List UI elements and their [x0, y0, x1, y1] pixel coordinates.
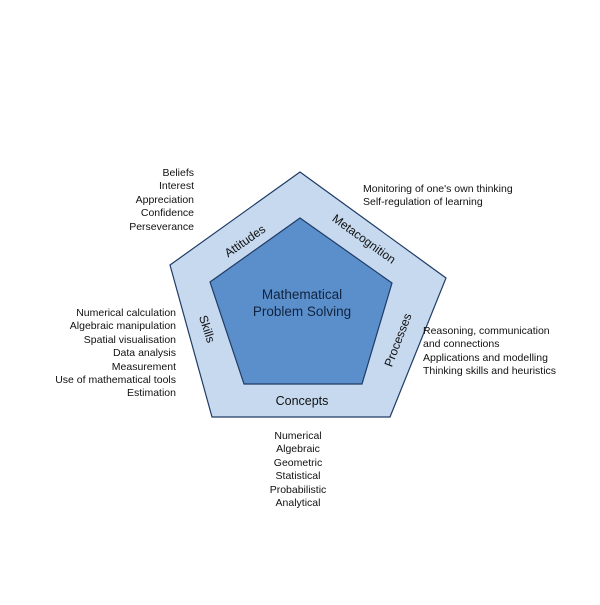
center-label-line2: Problem Solving — [253, 304, 351, 319]
processes-list-item: Reasoning, communication — [423, 325, 550, 337]
skills-list-item: Numerical calculation — [76, 307, 176, 319]
processes-list-item: Applications and modelling — [423, 351, 548, 364]
concepts-list-item: Algebraic — [276, 443, 320, 456]
metacognition-list-item: Monitoring of one's own thinking — [363, 183, 513, 195]
attitudes-list-item: Beliefs — [162, 167, 194, 179]
processes-list-item: Thinking skills and heuristics — [423, 365, 557, 378]
concepts-list-item: Analytical — [275, 497, 321, 510]
side-label-concepts: Concepts — [276, 394, 329, 408]
attitudes-list-item: Perseverance — [129, 220, 194, 233]
attitudes-list-item: Interest — [158, 180, 194, 193]
skills-list-item: Algebraic manipulation — [69, 320, 176, 333]
skills-list-item: Use of mathematical tools — [55, 374, 176, 387]
skills-list-item: Measurement — [111, 360, 176, 373]
concepts-list-item: Numerical — [274, 430, 322, 442]
metacognition-list-item: Self-regulation of learning — [363, 196, 483, 209]
concepts-list-item: Statistical — [275, 470, 321, 483]
skills-list-item: Estimation — [126, 387, 176, 400]
skills-list-item: Spatial visualisation — [83, 333, 176, 346]
processes-list-item: and connections — [423, 338, 500, 351]
concepts-list-item: Geometric — [273, 456, 323, 469]
attitudes-list-item: Appreciation — [135, 193, 194, 206]
skills-list-item: Data analysis — [112, 347, 176, 360]
attitudes-list-item: Confidence — [140, 207, 194, 220]
inner-pentagon — [209, 217, 393, 385]
concepts-list-item: Probabilistic — [269, 483, 327, 496]
center-label-line1: Mathematical — [262, 287, 342, 302]
